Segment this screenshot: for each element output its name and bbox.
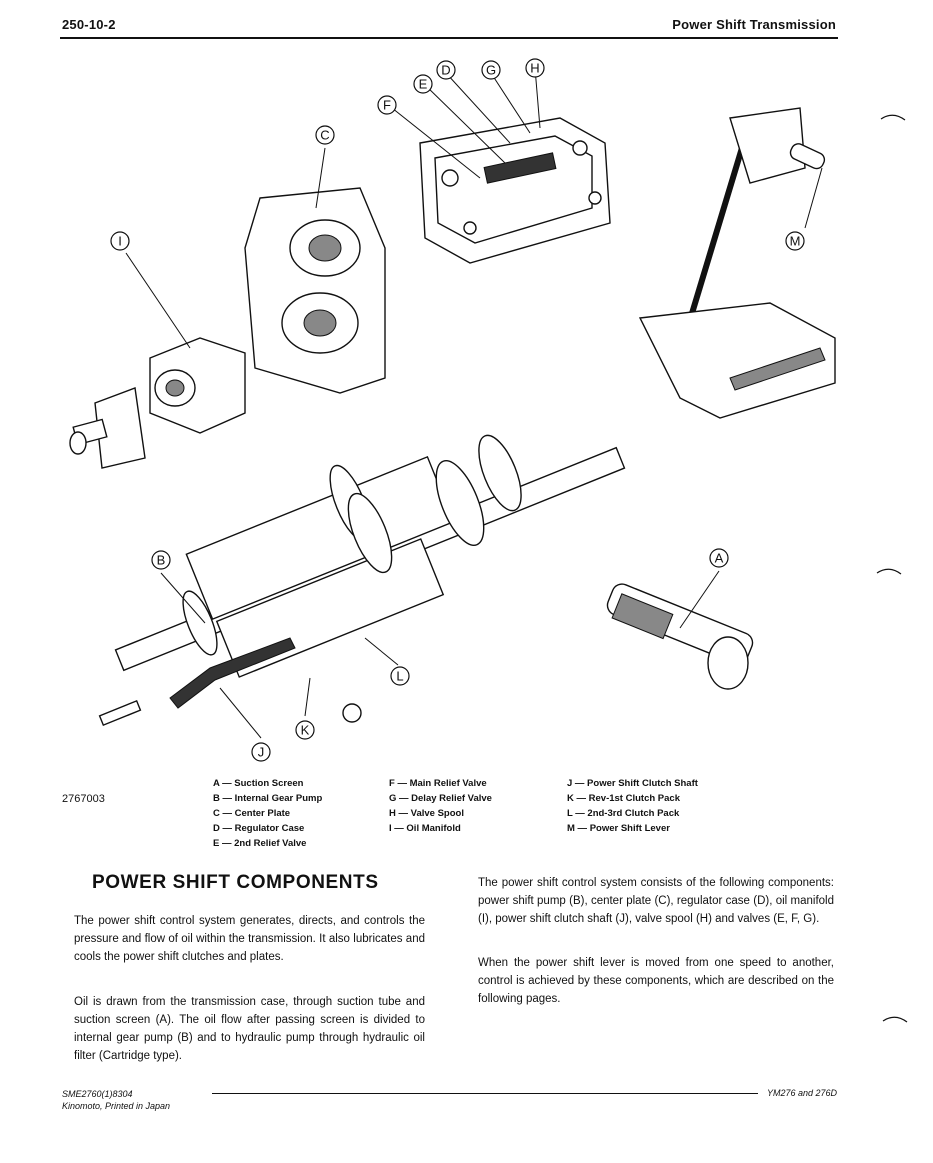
oil-manifold — [149, 337, 246, 434]
callout-i: I — [110, 231, 130, 251]
footer-rule — [212, 1093, 758, 1094]
body-paragraph: Oil is drawn from the transmission case,… — [74, 996, 425, 1062]
legend-column-1: A — Suction Screen B — Internal Gear Pum… — [213, 776, 322, 851]
callout-k: K — [295, 720, 315, 740]
legend-item: L — 2nd-3rd Clutch Pack — [567, 808, 680, 819]
section-heading: POWER SHIFT COMPONENTS — [92, 872, 379, 893]
regulator-case-assembly — [419, 117, 611, 264]
callout-labels: E D G H F C I M B A L K J — [110, 58, 805, 762]
body-paragraph: The power shift control system generates… — [74, 915, 425, 963]
printer-note: Kinomoto, Printed in Japan — [62, 1101, 171, 1111]
legend-item: H — Valve Spool — [389, 808, 464, 819]
margin-mark — [876, 568, 902, 575]
svg-text:B: B — [157, 553, 166, 568]
svg-text:D: D — [441, 63, 450, 78]
document-code: SME2760(1)8304 — [62, 1089, 133, 1099]
legend-item: D — Regulator Case — [213, 823, 305, 834]
power-shift-lever — [638, 107, 836, 419]
callout-a: A — [709, 548, 729, 568]
svg-text:I: I — [118, 234, 122, 249]
legend-item: F — Main Relief Valve — [389, 778, 487, 789]
legend-column-2: F — Main Relief Valve G — Delay Relief V… — [389, 776, 492, 836]
running-title: Power Shift Transmission — [672, 17, 836, 32]
suction-screen — [606, 583, 754, 690]
center-plate — [244, 187, 386, 394]
margin-mark — [880, 114, 906, 121]
margin-mark — [882, 1016, 908, 1023]
callout-b: B — [151, 550, 171, 570]
flange-fitting — [69, 387, 146, 469]
legend-item: G — Delay Relief Valve — [389, 793, 492, 804]
legend-column-3: J — Power Shift Clutch Shaft K — Rev-1st… — [567, 776, 698, 836]
legend-item: I — Oil Manifold — [389, 823, 461, 834]
svg-text:A: A — [715, 551, 724, 566]
footer-left: SME2760(1)8304 Kinomoto, Printed in Japa… — [62, 1088, 170, 1112]
callout-g: G — [481, 60, 501, 80]
body-paragraph: When the power shift lever is moved from… — [478, 957, 834, 1005]
svg-text:F: F — [383, 98, 391, 113]
callout-e: E — [413, 74, 433, 94]
svg-text:J: J — [258, 745, 265, 760]
legend-item: B — Internal Gear Pump — [213, 793, 323, 804]
body-paragraph: The power shift control system consists … — [478, 877, 834, 925]
callout-leaders — [125, 67, 823, 739]
legend-item: E — 2nd Relief Valve — [213, 838, 307, 849]
callout-h: H — [525, 58, 545, 78]
svg-text:L: L — [396, 669, 403, 684]
legend-item: K — Rev-1st Clutch Pack — [567, 793, 680, 804]
legend-item: M — Power Shift Lever — [567, 823, 670, 834]
callout-j: J — [251, 742, 271, 762]
callout-d: D — [436, 60, 456, 80]
callout-m: M — [785, 231, 805, 251]
svg-text:K: K — [301, 723, 310, 738]
svg-text:G: G — [486, 63, 496, 78]
model-designation: YM276 and 276D — [766, 1088, 837, 1098]
exploded-view-illustration: E D G H F C I M B A L K J — [69, 58, 836, 762]
svg-text:E: E — [419, 77, 428, 92]
svg-text:M: M — [790, 234, 801, 249]
page-number: 250-10-2 — [62, 17, 116, 32]
svg-text:C: C — [320, 128, 329, 143]
legend-item: J — Power Shift Clutch Shaft — [567, 778, 698, 789]
header-rule — [60, 37, 838, 39]
callout-f: F — [377, 95, 397, 115]
clutch-shaft-assembly — [98, 434, 626, 727]
svg-text:H: H — [530, 61, 539, 76]
callout-c: C — [315, 125, 335, 145]
callout-l: L — [390, 666, 410, 686]
legend-item: A — Suction Screen — [213, 778, 304, 789]
figure-number: 2767003 — [62, 793, 105, 805]
legend-item: C — Center Plate — [213, 808, 291, 819]
